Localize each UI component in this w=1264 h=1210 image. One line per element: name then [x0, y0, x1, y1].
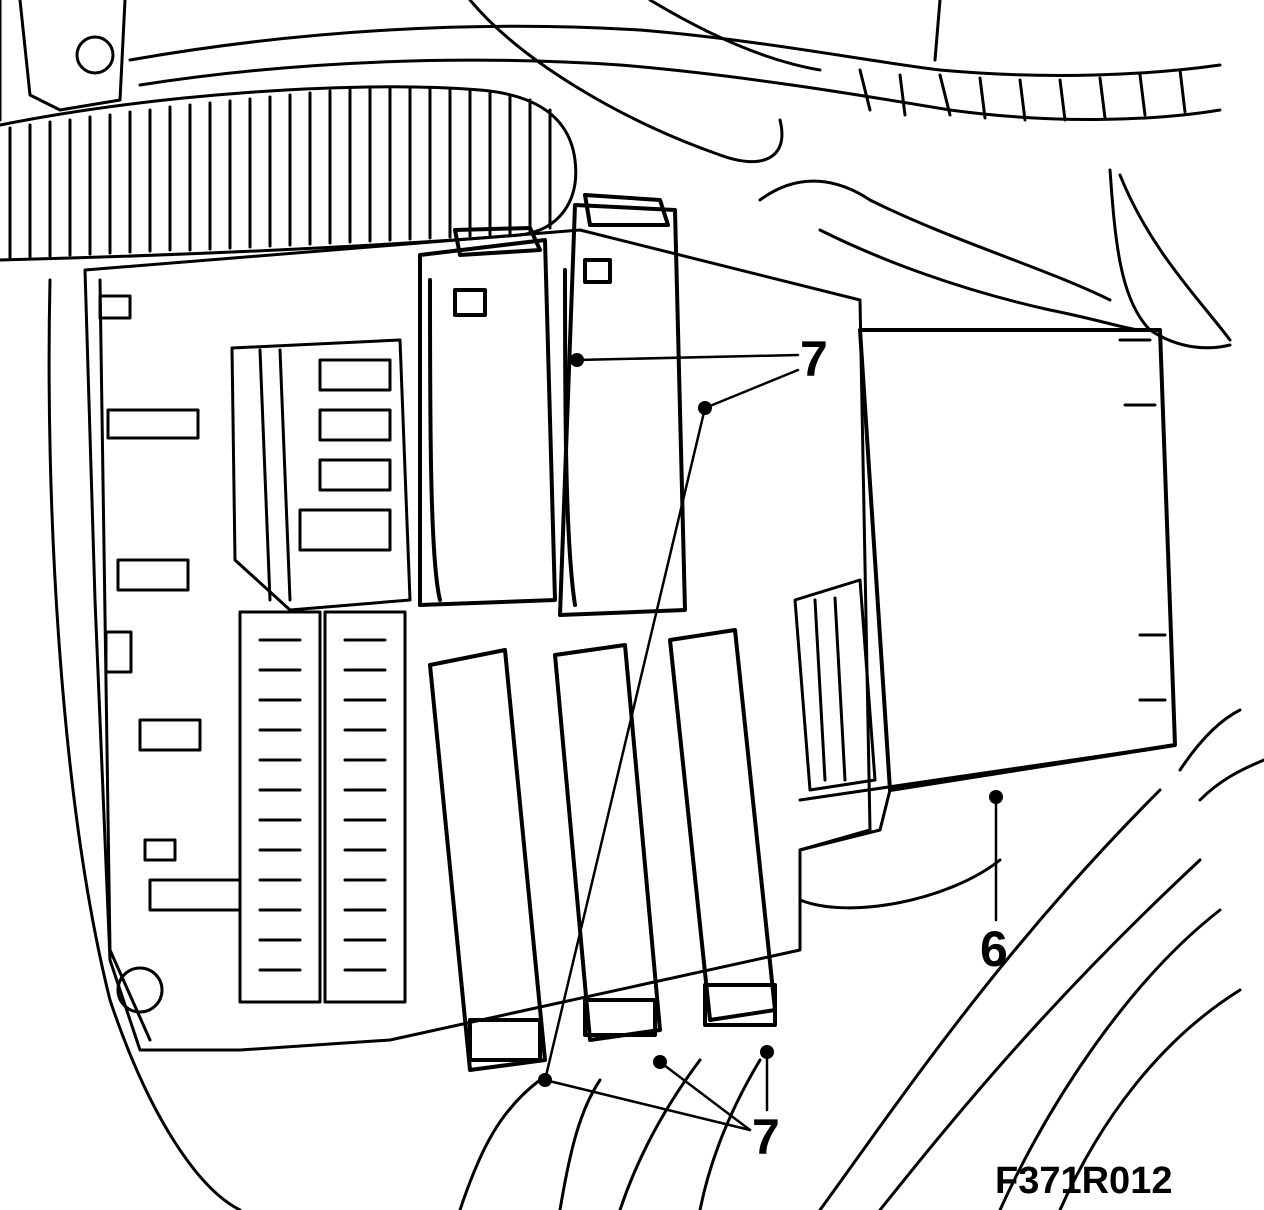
pillar-frame — [0, 0, 242, 1210]
corrugated-harness — [0, 85, 578, 262]
relay-block — [230, 338, 412, 612]
figure-code: F371R012 — [995, 1160, 1173, 1202]
leader-lines — [543, 353, 998, 1132]
control-unit-housing — [793, 328, 1177, 910]
callout-connector-top: 7 — [800, 331, 828, 387]
leader-dots — [538, 353, 1003, 1087]
callout-control-unit: 6 — [980, 921, 1008, 977]
callout-connector-bottom: 7 — [752, 1109, 780, 1165]
upper-wiring-loom — [128, 0, 1232, 350]
fuse-box-body — [83, 228, 872, 1052]
upper-connectors — [418, 193, 687, 617]
lower-connectors — [428, 628, 777, 1072]
fuse-rows — [238, 610, 407, 1004]
lower-harnesses — [458, 708, 1264, 1210]
